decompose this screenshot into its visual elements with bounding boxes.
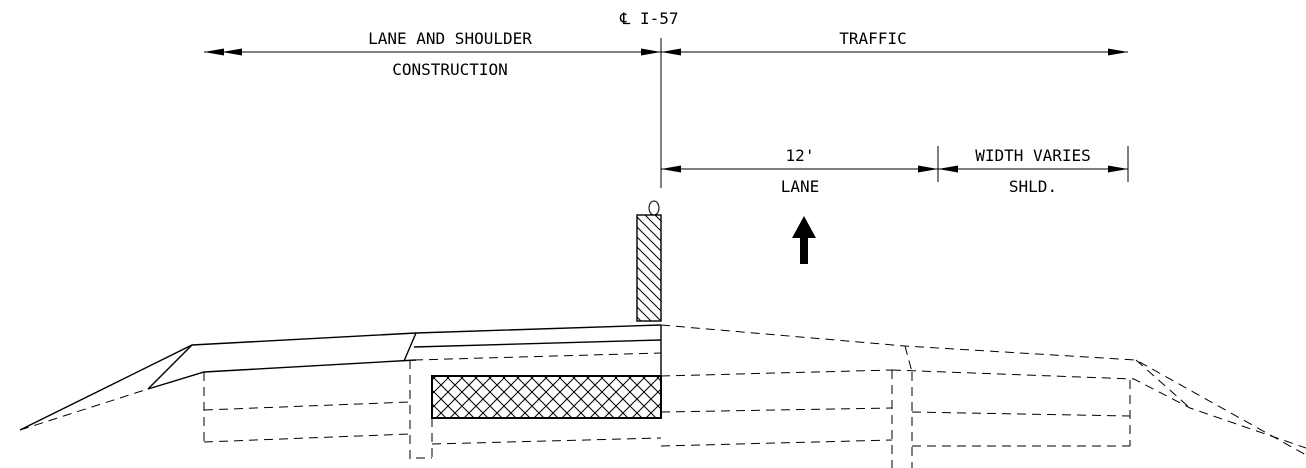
top-dimension-line	[204, 48, 1128, 56]
construction-zone-label-line1: LANE AND SHOULDER	[368, 29, 532, 48]
construction-side-section	[19, 324, 662, 431]
construction-side-dashed-layers	[19, 352, 662, 460]
lane-label: LANE	[781, 177, 820, 196]
right-arrowhead	[1108, 48, 1128, 56]
traffic-side-section	[660, 324, 1306, 468]
up-arrow-icon	[792, 216, 816, 264]
left-arrowhead	[204, 48, 224, 56]
channelizing-drum-icon	[636, 200, 662, 322]
centerline-label: ℄ I-57	[619, 9, 679, 28]
lane-dimension-line	[661, 146, 1129, 182]
lane-width-label: 12'	[786, 146, 815, 165]
shoulder-label: SHLD.	[1009, 177, 1057, 196]
crosshatch-pattern	[431, 375, 662, 419]
traffic-zone-label: TRAFFIC	[839, 29, 906, 48]
centerline-route: I-57	[640, 9, 679, 28]
centerline-symbol: ℄	[619, 9, 631, 28]
shoulder-width-label: WIDTH VARIES	[975, 146, 1091, 165]
construction-zone-label-line2: CONSTRUCTION	[392, 60, 508, 79]
